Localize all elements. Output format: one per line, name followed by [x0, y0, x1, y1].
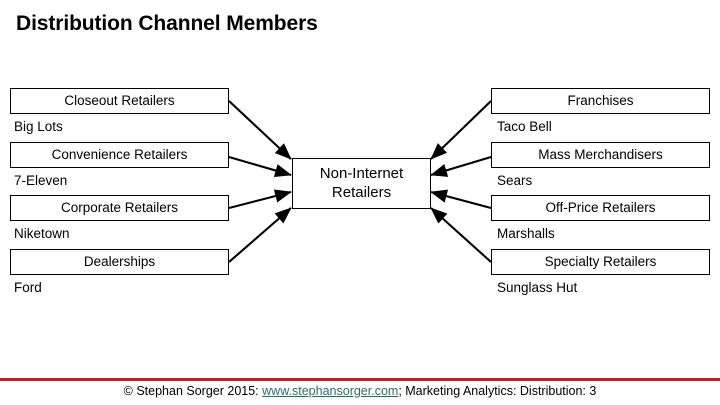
footer-website-link[interactable]: www.stephansorger.com — [262, 384, 399, 398]
arrow-left-1 — [228, 100, 292, 160]
footer-tail: ; Marketing Analytics: Distribution: 3 — [398, 384, 597, 398]
node-label: Dealerships — [83, 254, 156, 270]
arrow-right-1 — [430, 100, 492, 160]
distribution-channel-diagram: Non-Internet Retailers Closeout Retailer… — [10, 88, 710, 295]
node-off-price-retailers[interactable]: Off-Price Retailers — [491, 195, 710, 221]
arrow-layer — [228, 100, 492, 263]
node-convenience-retailers[interactable]: Convenience Retailers — [10, 142, 229, 168]
node-label: Closeout Retailers — [64, 93, 175, 109]
node-label: Convenience Retailers — [51, 147, 188, 163]
footer: © Stephan Sorger 2015: www.stephansorger… — [0, 384, 720, 398]
node-closeout-retailers[interactable]: Closeout Retailers — [10, 88, 229, 114]
example-specialty-retailers: Sunglass Hut — [497, 280, 578, 295]
node-franchises[interactable]: Franchises — [491, 88, 710, 114]
example-dealerships: Ford — [14, 280, 42, 295]
node-label: Mass Merchandisers — [538, 147, 663, 163]
node-corporate-retailers[interactable]: Corporate Retailers — [10, 195, 229, 221]
example-corporate-retailers: Niketown — [14, 226, 70, 241]
center-label-line2: Retailers — [331, 183, 392, 201]
arrow-left-4 — [228, 207, 292, 263]
example-mass-merchandisers: Sears — [497, 173, 533, 188]
node-non-internet-retailers[interactable]: Non-Internet Retailers — [292, 158, 431, 209]
arrow-right-3 — [430, 189, 492, 210]
node-label: Off-Price Retailers — [545, 200, 656, 216]
node-label: Specialty Retailers — [544, 254, 657, 270]
node-label: Franchises — [567, 93, 634, 109]
node-specialty-retailers[interactable]: Specialty Retailers — [491, 249, 710, 275]
example-off-price-retailers: Marshalls — [497, 226, 555, 241]
node-dealerships[interactable]: Dealerships — [10, 249, 229, 275]
example-closeout-retailers: Big Lots — [14, 119, 63, 134]
footer-divider — [0, 378, 720, 381]
arrow-left-3 — [228, 189, 292, 210]
node-label: Corporate Retailers — [60, 200, 179, 216]
arrow-left-2 — [228, 155, 292, 178]
arrow-right-2 — [430, 155, 492, 177]
footer-copyright: © Stephan Sorger 2015: — [123, 384, 263, 398]
page-title: Distribution Channel Members — [16, 12, 318, 35]
node-mass-merchandisers[interactable]: Mass Merchandisers — [491, 142, 710, 168]
center-label-line1: Non-Internet — [319, 165, 404, 183]
arrow-right-4 — [430, 207, 492, 263]
example-convenience-retailers: 7-Eleven — [14, 173, 68, 188]
example-franchises: Taco Bell — [497, 119, 552, 134]
